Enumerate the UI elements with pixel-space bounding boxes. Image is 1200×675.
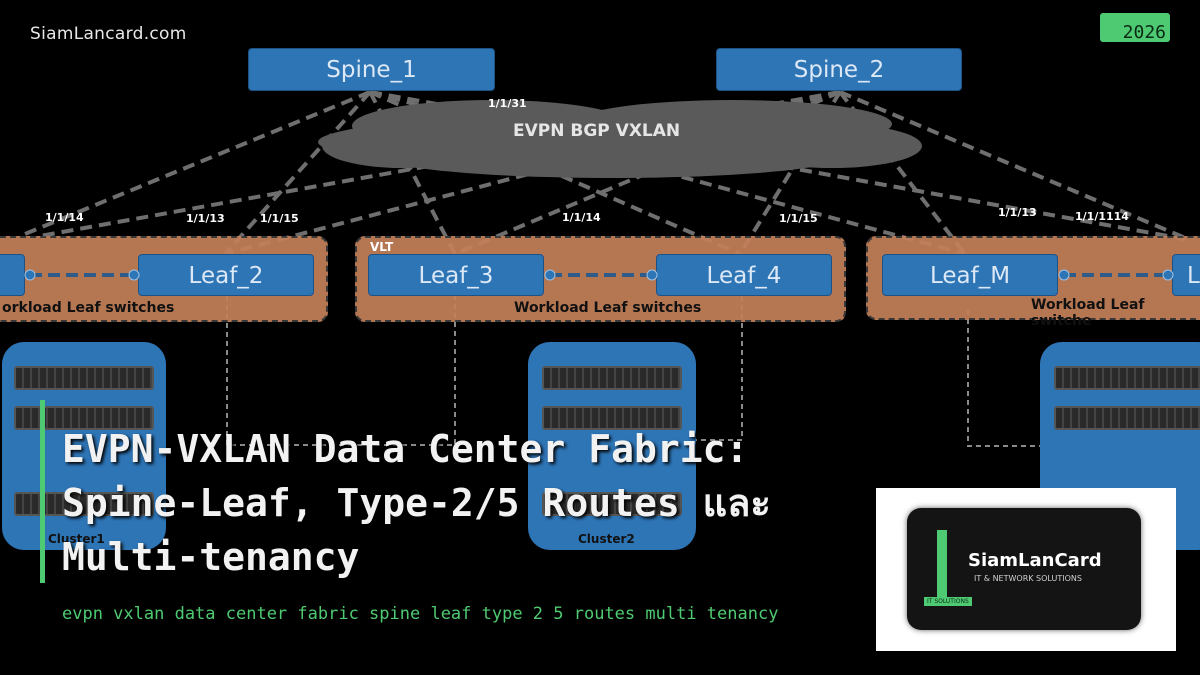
article-subtitle: evpn vxlan data center fabric spine leaf…: [62, 604, 779, 624]
leaf-4-node: Leaf_4: [656, 254, 832, 296]
logo-badge: IT SOLUTIONS: [924, 597, 972, 606]
port-label: 1/1/1114: [1075, 210, 1129, 223]
vlt-label: VLT: [370, 240, 394, 254]
group-label-center: Workload Leaf switches: [514, 300, 702, 316]
vlt-links: [24, 269, 1174, 281]
title-line-3: Multi-tenancy: [62, 535, 360, 579]
article-title: EVPN-VXLAN Data Center Fabric: Spine-Lea…: [62, 422, 862, 584]
year-badge: 2026: [1100, 13, 1170, 42]
cloud-label: EVPN BGP VXLAN: [513, 121, 681, 141]
port-label: 1/1/15: [260, 212, 299, 225]
port-label: 1/1/31: [488, 97, 527, 110]
port-label: 1/1/14: [45, 211, 84, 224]
server: [1054, 406, 1200, 430]
spine-2-node: Spine_2: [716, 48, 962, 91]
evpn-cloud: [312, 96, 924, 180]
site-name: SiamLancard.com: [30, 24, 187, 44]
leaf-2-node: Leaf_2: [138, 254, 314, 296]
logo-tagline: IT & NETWORK SOLUTIONS: [974, 574, 1082, 583]
port-label: 1/1/15: [779, 212, 818, 225]
leaf-m-node: Leaf_M: [882, 254, 1058, 296]
port-label: 1/1/13: [998, 206, 1037, 219]
cluster-2-label: Cluster2: [578, 532, 635, 546]
spine-1-node: Spine_1: [248, 48, 495, 91]
leaf-3-node: Leaf_3: [368, 254, 544, 296]
logo-name: SiamLanCard: [968, 550, 1102, 571]
cloud-shape: [318, 100, 922, 178]
cluster-2-rack: [528, 342, 696, 550]
cluster-1-rack: [2, 342, 166, 550]
port-label: 1/1/14: [562, 211, 601, 224]
server: [1054, 366, 1200, 390]
group-label-left: orkload Leaf switches: [2, 300, 175, 316]
server: [542, 366, 682, 390]
logo-accent-bar: [937, 530, 947, 602]
server: [14, 406, 154, 430]
group-label-right: Workload Leaf switche: [1031, 297, 1145, 329]
title-accent-bar: [40, 400, 45, 583]
server: [14, 492, 154, 516]
title-line-1: EVPN-VXLAN Data Center Fabric:: [62, 427, 749, 471]
title-line-2: Spine-Leaf, Type-2/5 Routes และ: [62, 481, 771, 525]
server: [542, 492, 682, 516]
cluster-1-label: Cluster1: [48, 532, 105, 546]
leaf-n-node: L: [1172, 254, 1200, 296]
port-label: 1/1/13: [186, 212, 225, 225]
server: [542, 406, 682, 430]
server: [14, 366, 154, 390]
leaf-1-node: [0, 254, 25, 296]
